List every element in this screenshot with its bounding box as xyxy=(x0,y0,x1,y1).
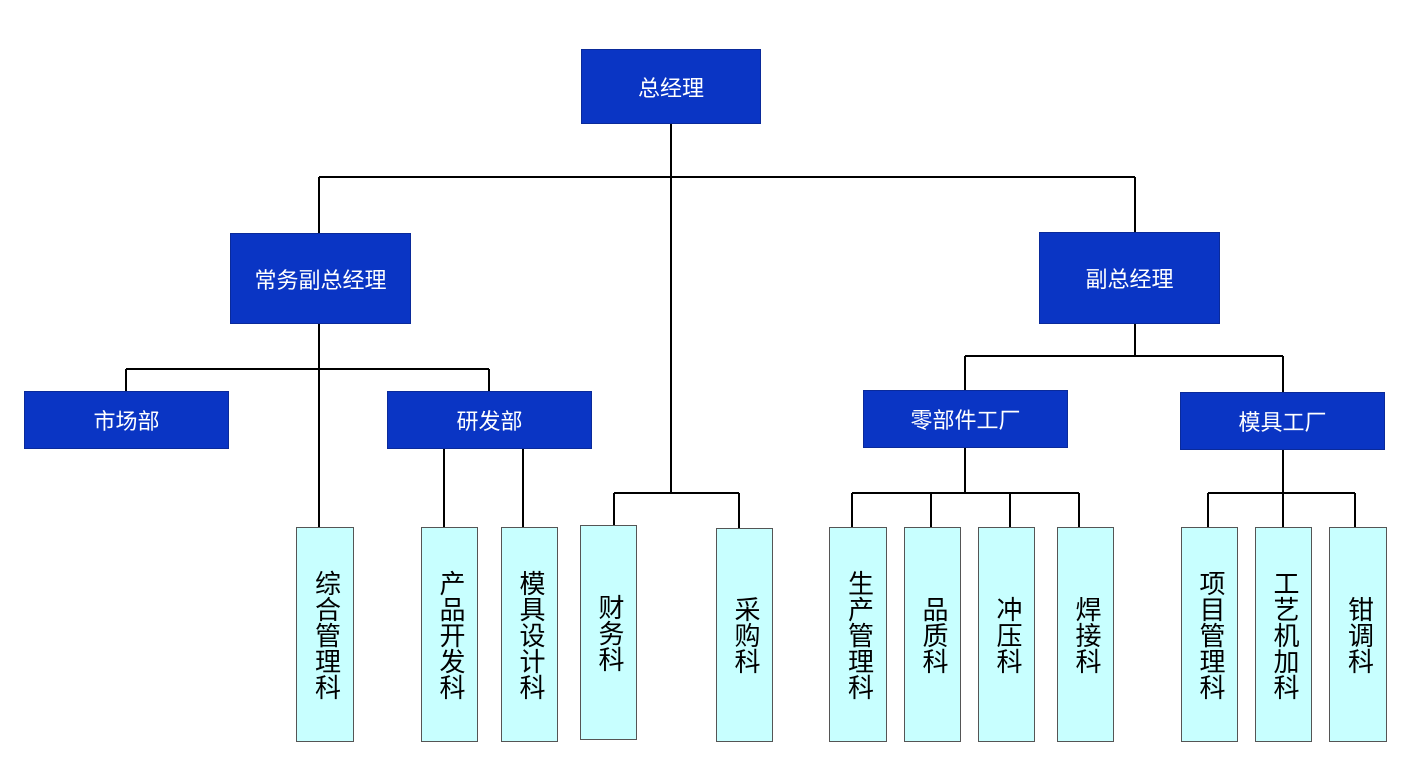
node-project-mgmt-section: 项目管理科 xyxy=(1181,527,1238,742)
node-product-dev-section: 产品开发科 xyxy=(421,527,478,742)
node-fitting-section: 钳调科 xyxy=(1329,527,1387,742)
node-general-manager: 总经理 xyxy=(581,49,761,124)
node-mold-factory: 模具工厂 xyxy=(1180,392,1385,450)
node-quality-section: 品质科 xyxy=(904,527,961,742)
node-process-machining-section: 工艺机加科 xyxy=(1255,527,1312,742)
node-mold-design-section: 模具设计科 xyxy=(501,527,558,742)
node-finance-section: 财务科 xyxy=(580,525,637,740)
node-vice-gm: 副总经理 xyxy=(1039,232,1220,324)
node-executive-vice-gm: 常务副总经理 xyxy=(230,233,411,324)
node-welding-section: 焊接科 xyxy=(1057,527,1114,742)
node-general-admin-section: 综合管理科 xyxy=(296,527,354,742)
node-production-mgmt-section: 生产管理科 xyxy=(829,527,887,742)
node-stamping-section: 冲压科 xyxy=(978,527,1035,742)
node-purchasing-section: 采购科 xyxy=(716,528,773,742)
node-rnd-dept: 研发部 xyxy=(387,391,592,449)
node-marketing-dept: 市场部 xyxy=(24,391,229,449)
node-parts-factory: 零部件工厂 xyxy=(863,390,1068,448)
